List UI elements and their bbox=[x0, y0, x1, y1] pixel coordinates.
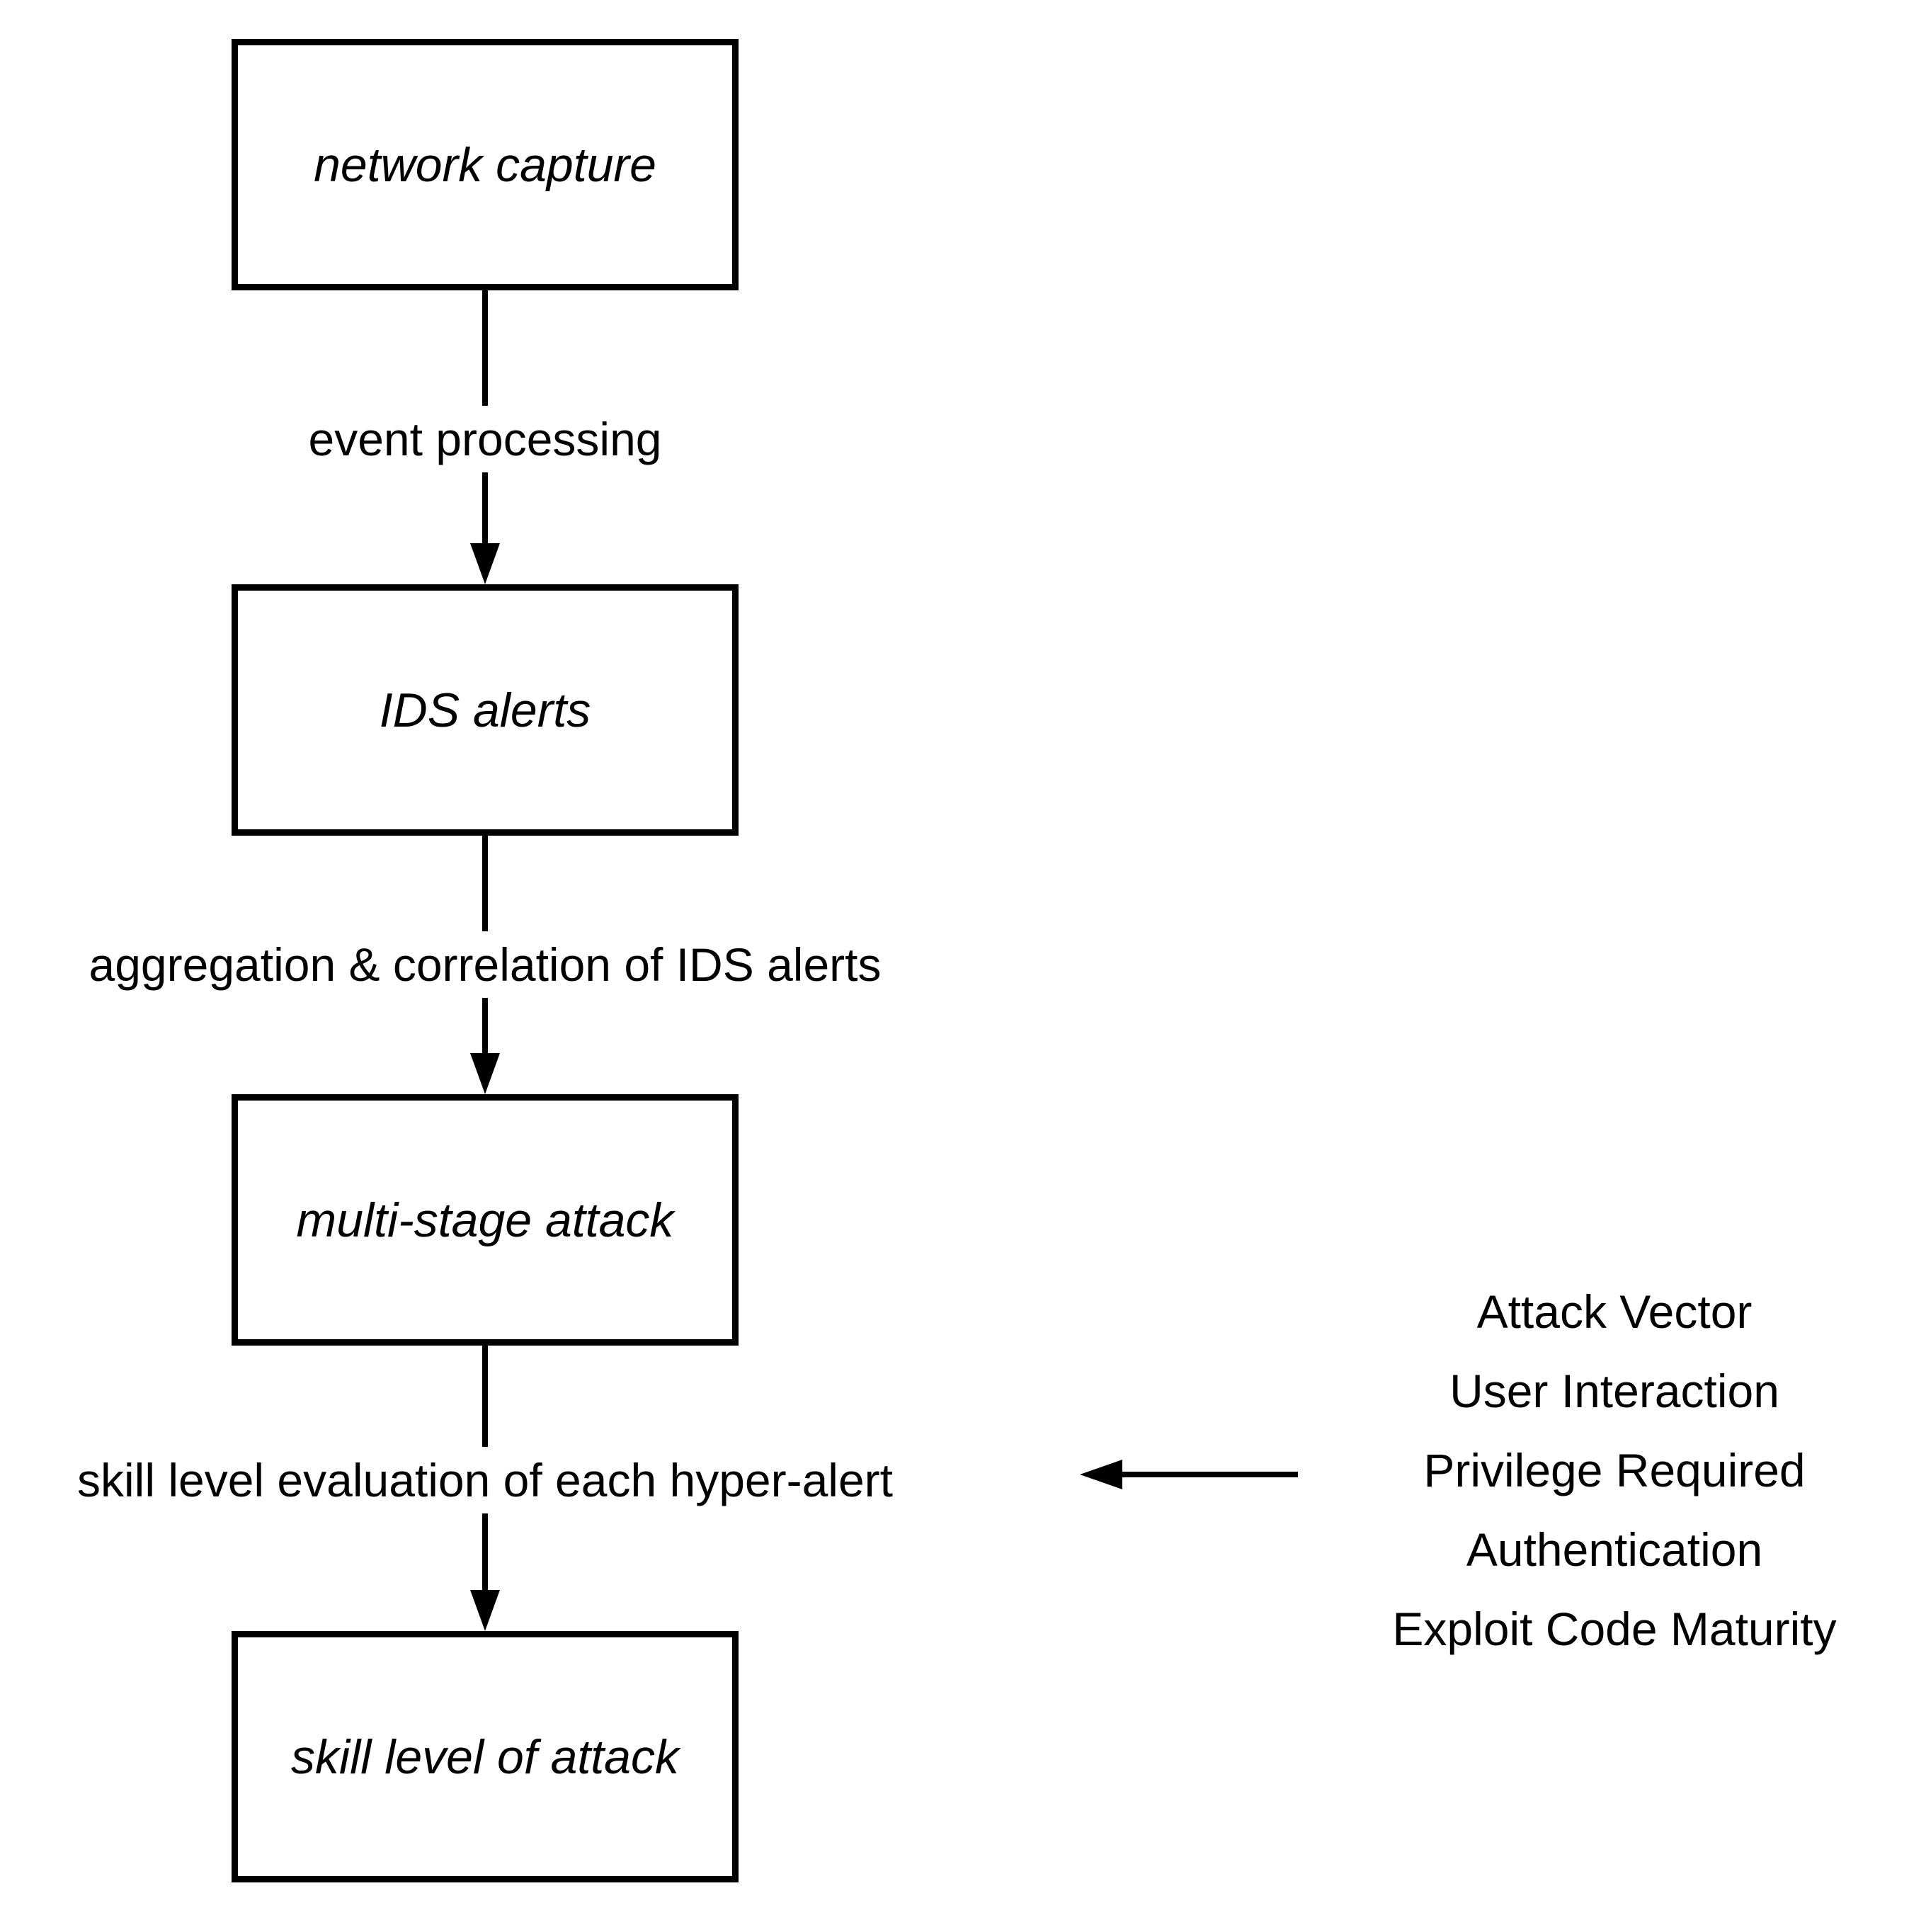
cvss-metric-list: Attack Vector User Interaction Privilege… bbox=[1260, 1272, 1909, 1669]
flow-box-skill-level-of-attack: skill level of attack bbox=[232, 1631, 739, 1882]
arrowhead-down-icon bbox=[470, 1590, 500, 1631]
metric-list-item-attack-vector: Attack Vector bbox=[1476, 1285, 1753, 1338]
metric-list-item-exploit-code-maturity: Exploit Code Maturity bbox=[1392, 1603, 1837, 1655]
flow-box-label: IDS alerts bbox=[379, 683, 591, 737]
arrowhead-down-icon bbox=[470, 1053, 500, 1094]
flow-box-label: multi-stage attack bbox=[296, 1193, 674, 1247]
flow-box-ids-alerts: IDS alerts bbox=[232, 584, 739, 836]
edge-label-skill-level-evaluation: skill level evaluation of each hyper-ale… bbox=[62, 1447, 908, 1513]
flow-box-label: skill level of attack bbox=[291, 1729, 679, 1784]
edge-label-event-processing: event processing bbox=[292, 406, 678, 472]
arrowhead-down-icon bbox=[470, 543, 500, 584]
metric-list-item-user-interaction: User Interaction bbox=[1449, 1365, 1779, 1417]
flow-box-label: network capture bbox=[314, 137, 656, 192]
flow-box-multi-stage-attack: multi-stage attack bbox=[232, 1094, 739, 1346]
metrics-arrow-line bbox=[1117, 1472, 1298, 1477]
edge-label-aggregation-correlation: aggregation & correlation of IDS alerts bbox=[73, 931, 897, 998]
arrowhead-left-icon bbox=[1080, 1460, 1122, 1489]
metric-list-item-authentication: Authentication bbox=[1466, 1523, 1763, 1576]
flow-box-network-capture: network capture bbox=[232, 39, 739, 290]
metric-list-item-privilege-required: Privilege Required bbox=[1423, 1444, 1806, 1496]
